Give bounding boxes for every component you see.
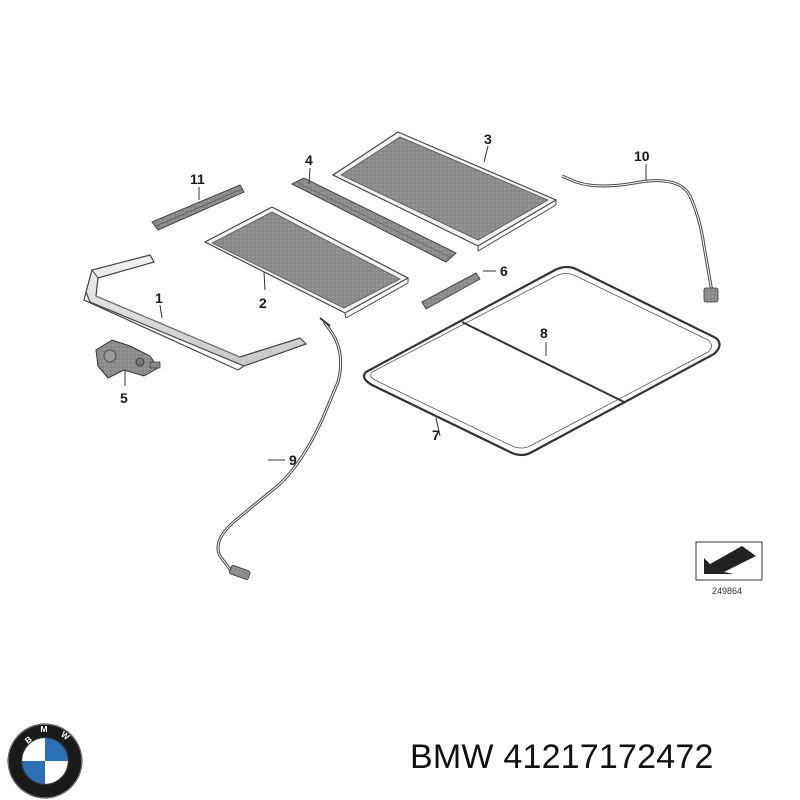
- callout-1: 1: [155, 290, 163, 306]
- part-number: 41217172472: [503, 738, 714, 776]
- part-2-front-glass-panel: [203, 206, 410, 319]
- part-7-outer-seal: [362, 265, 721, 457]
- part-8-seal-crossbar: [461, 321, 625, 403]
- callout-4: 4: [305, 152, 313, 168]
- callout-8: 8: [540, 325, 548, 341]
- callout-10: 10: [634, 148, 650, 164]
- part-1-front-frame: [83, 254, 308, 371]
- part-caption: BMW 41217172472: [410, 738, 714, 777]
- leader-lines: [124, 145, 647, 461]
- callout-7: 7: [432, 427, 440, 443]
- brand-name: BMW: [410, 738, 494, 776]
- callout-3: 3: [484, 131, 492, 147]
- part-11-deflector-strip: [151, 184, 245, 231]
- callout-11: 11: [190, 171, 205, 187]
- part-10-drain-hose: [561, 174, 719, 303]
- part-9-drain-hose: [216, 317, 343, 580]
- svg-text:M: M: [40, 724, 47, 734]
- reference-box: 249864: [695, 541, 763, 596]
- part-3-rear-glass-panel: [331, 131, 558, 252]
- callout-2: 2: [259, 295, 267, 311]
- part-4-cross-member: [290, 177, 457, 263]
- orientation-arrow-icon: [704, 546, 756, 574]
- callout-5: 5: [120, 390, 128, 406]
- part-5-motor: [95, 339, 161, 379]
- callout-6: 6: [500, 263, 508, 279]
- bmw-logo-icon: B M W: [7, 723, 83, 799]
- callout-9: 9: [289, 452, 297, 468]
- reference-number: 249864: [712, 586, 742, 596]
- svg-text:B: B: [23, 734, 34, 746]
- part-6-side-strip: [421, 272, 481, 310]
